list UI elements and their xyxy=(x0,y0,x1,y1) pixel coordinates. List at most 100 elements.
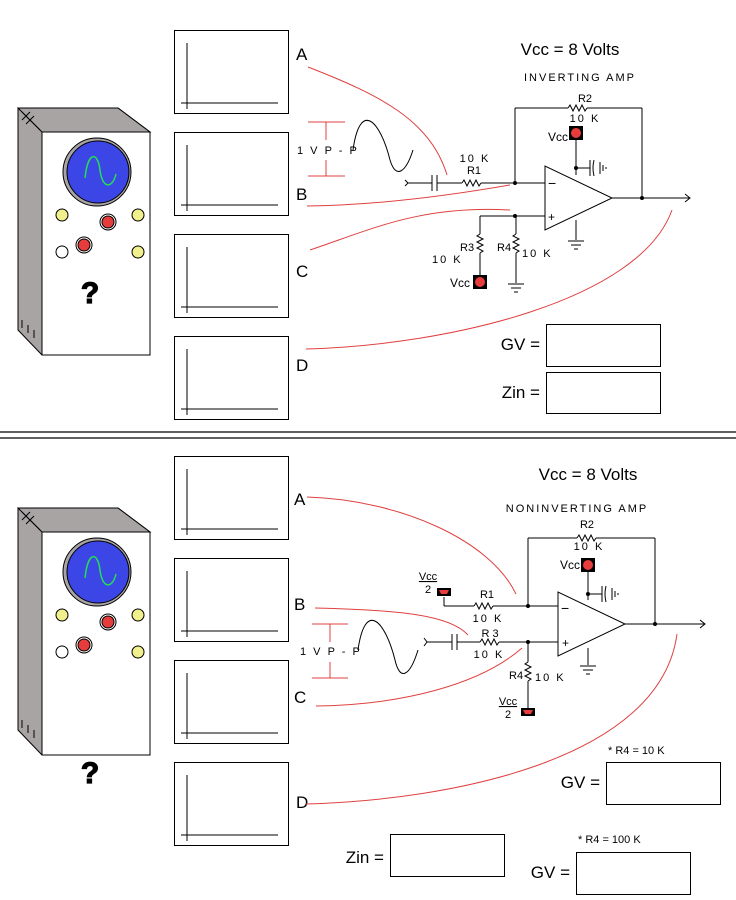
r1-name: R1 xyxy=(480,589,494,601)
oscilloscope-icon[interactable] xyxy=(17,507,151,756)
r3-value: 10 K xyxy=(432,254,463,266)
opamp-plus: + xyxy=(548,210,555,224)
vcc-voltage-label: Vcc = 8 Volts xyxy=(521,40,620,59)
resistor-r4 xyxy=(523,661,533,682)
amplitude-marker xyxy=(312,623,348,679)
r2-value: 10 K xyxy=(574,541,605,553)
resistor-r1 xyxy=(473,601,494,611)
axes-icon xyxy=(181,469,278,535)
resistor-r1 xyxy=(461,178,482,188)
zin-label: Zin = xyxy=(346,848,384,867)
vcc-label: Vcc xyxy=(560,558,580,572)
vcc-label: Vcc xyxy=(450,276,470,290)
vcc-half-terminal xyxy=(521,708,535,716)
r2-value: 10 K xyxy=(570,113,601,125)
gv-label: GV = xyxy=(561,773,600,792)
vcc-half-numerator: Vcc xyxy=(499,696,518,708)
scope-label-a: A xyxy=(294,490,306,509)
circuit-title: NONINVERTING AMP xyxy=(506,503,648,515)
scope-display-d xyxy=(174,762,289,846)
vcc-terminal xyxy=(581,558,595,572)
r1-name: R1 xyxy=(467,165,481,177)
probe-wire-b xyxy=(306,184,511,207)
probe-wires xyxy=(305,496,678,805)
source-amplitude-label: 1 V P - P xyxy=(300,646,362,658)
axes-icon xyxy=(181,43,278,109)
scope-label-a: A xyxy=(296,45,308,64)
noninverting-circuit xyxy=(423,533,706,708)
r2-name: R2 xyxy=(580,519,594,531)
axes-icon xyxy=(181,145,278,211)
question-mark-icon[interactable]: ? xyxy=(80,276,100,310)
scope-display-a xyxy=(174,30,289,114)
vcc-terminal xyxy=(473,275,487,289)
probe-wire-d xyxy=(305,633,678,805)
vcc-half-denominator: 2 xyxy=(505,709,511,721)
r3-name: R3 xyxy=(460,242,474,254)
axes-icon xyxy=(181,349,278,415)
r4-name: R4 xyxy=(509,670,523,682)
r3-name: R 3 xyxy=(481,628,498,640)
vcc-half-denominator: 2 xyxy=(425,584,431,596)
sine-wave-icon xyxy=(357,620,419,674)
gv-r4-100k-answer-box[interactable] xyxy=(576,852,691,895)
opamp-minus: − xyxy=(548,175,556,191)
opamp xyxy=(557,591,627,657)
zin-input[interactable] xyxy=(547,373,660,413)
scope-display-d xyxy=(174,336,289,420)
r4-value: 10 K xyxy=(522,248,553,260)
resistor-r4 xyxy=(511,233,521,254)
resistor-r2 xyxy=(576,533,597,543)
gv-answer-box[interactable] xyxy=(546,324,661,367)
gv-label: GV = xyxy=(531,863,570,882)
scope-label-b: B xyxy=(296,185,307,204)
zin-answer-box[interactable] xyxy=(390,834,505,877)
probe-wires xyxy=(305,66,673,350)
r1-value: 10 K xyxy=(473,613,504,625)
inverting-circuit xyxy=(404,103,691,283)
scope-display-b xyxy=(174,558,289,642)
zin-input[interactable] xyxy=(391,835,504,876)
noninverting-section: ? Vcc = 8 Volts NONINVERTING AMP A B C D… xyxy=(17,465,706,882)
probe-wire-d xyxy=(305,209,673,350)
vcc-label: Vcc xyxy=(548,130,568,144)
opamp-plus: + xyxy=(562,636,569,650)
axes-icon xyxy=(181,247,278,313)
gv-r4-10k-input[interactable] xyxy=(607,763,720,804)
source-amplitude-label: 1 V P - P xyxy=(297,145,359,157)
gv-r4-100k-input[interactable] xyxy=(577,853,690,894)
r3-value: 10 K xyxy=(474,649,505,661)
scope-display-c xyxy=(174,660,289,744)
oscilloscope-icon[interactable] xyxy=(17,107,151,356)
scope-display-c xyxy=(174,234,289,318)
amplitude-marker xyxy=(308,121,345,177)
opamp xyxy=(544,165,614,231)
zin-label: Zin = xyxy=(502,383,540,402)
sine-wave-icon xyxy=(352,120,414,172)
r1-value: 10 K xyxy=(460,153,491,165)
gv-note-r4-100k: * R4 = 100 K xyxy=(578,834,641,846)
vcc-half-numerator: Vcc xyxy=(419,571,438,583)
zin-answer-box[interactable] xyxy=(546,372,661,414)
probe-wire-b xyxy=(314,607,469,636)
resistor-r3 xyxy=(479,637,500,647)
inverting-section: ? Vcc = 8 Volts INVERTING AMP A B C D 1 … xyxy=(17,40,691,402)
r4-name: R4 xyxy=(497,242,511,254)
r4-value: 10 K xyxy=(535,672,566,684)
gv-input[interactable] xyxy=(547,325,660,366)
gv-note-r4-10k: * R4 = 10 K xyxy=(608,745,665,757)
gv-label: GV = xyxy=(501,335,540,354)
opamp-minus: − xyxy=(561,600,569,616)
scope-display-a xyxy=(174,456,289,540)
vcc-terminal xyxy=(569,126,583,140)
axes-icon xyxy=(181,775,278,841)
vcc-voltage-label: Vcc = 8 Volts xyxy=(539,465,638,484)
question-mark-icon[interactable]: ? xyxy=(80,756,100,790)
axes-icon xyxy=(181,571,278,637)
scope-label-b: B xyxy=(294,595,305,614)
resistor-r3 xyxy=(475,233,485,254)
scope-display-b xyxy=(174,132,289,216)
circuit-title: INVERTING AMP xyxy=(524,72,636,84)
gv-r4-10k-answer-box[interactable] xyxy=(606,762,721,805)
